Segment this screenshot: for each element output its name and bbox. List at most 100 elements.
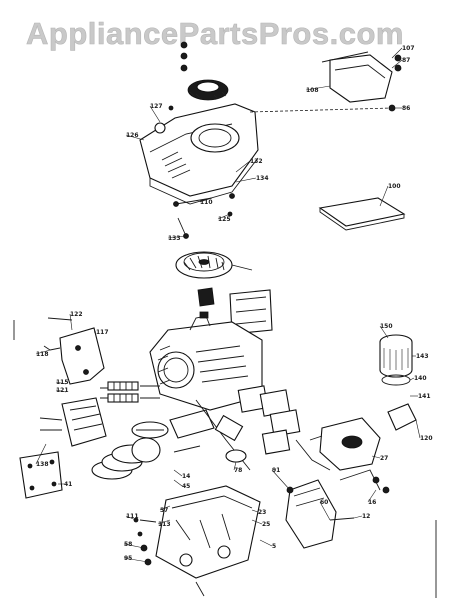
callout-leader <box>271 469 291 491</box>
part-number-78: 78 <box>234 467 242 474</box>
part-number-108: 108 <box>306 87 319 94</box>
callout-leader <box>157 519 171 525</box>
air-filter <box>379 334 413 386</box>
part-number-95: 95 <box>124 555 132 562</box>
gasket-plate <box>19 451 63 499</box>
part-number-57: 57 <box>160 507 168 514</box>
part-number-121: 121 <box>56 387 69 394</box>
part-number-25: 25 <box>262 521 270 528</box>
callout-leader <box>415 419 421 439</box>
starter-pulley <box>187 79 229 101</box>
part-number-140: 140 <box>414 375 427 382</box>
part-number-138: 138 <box>36 461 49 468</box>
callout-leader <box>305 85 331 91</box>
callout-leader <box>159 505 171 511</box>
ignition-bracket <box>197 287 273 335</box>
part-number-118: 118 <box>36 351 49 358</box>
callout-leader <box>125 515 137 521</box>
callout-leader <box>149 105 161 123</box>
part-number-125: 125 <box>218 216 231 223</box>
part-number-122: 122 <box>70 311 83 318</box>
part-number-117: 117 <box>96 329 109 336</box>
part-number-127: 127 <box>150 103 163 110</box>
callout-leader <box>55 389 67 393</box>
part-number-107: 107 <box>402 45 415 52</box>
part-number-12: 12 <box>362 513 370 520</box>
callout-leader <box>217 213 231 220</box>
callout-leader <box>35 349 51 355</box>
callout-leader <box>379 185 389 207</box>
callout-leader <box>69 313 73 331</box>
callout-leader <box>199 197 213 203</box>
blower-housing <box>139 103 259 205</box>
part-number-110: 110 <box>200 199 213 206</box>
callout-leader <box>353 515 363 519</box>
callout-leader <box>409 377 415 381</box>
part-number-5: 5 <box>272 543 276 550</box>
part-number-27: 27 <box>380 455 388 462</box>
callout-leader <box>55 381 67 385</box>
part-number-100: 100 <box>388 183 401 190</box>
carburetor <box>309 403 417 471</box>
callout-leader <box>391 59 403 69</box>
callout-leader <box>379 325 389 339</box>
valve-springs <box>100 381 160 403</box>
part-number-60: 60 <box>320 499 328 506</box>
part-number-111: 111 <box>126 513 139 520</box>
governor-linkage <box>295 439 390 521</box>
engine-block <box>149 311 263 411</box>
part-number-16: 16 <box>368 499 376 506</box>
callout-leader <box>251 519 263 525</box>
part-number-150: 150 <box>380 323 393 330</box>
part-number-143: 143 <box>416 353 429 360</box>
watermark-text: AppliancePartsPros.com <box>26 16 404 51</box>
callout-leader <box>235 177 257 183</box>
part-number-91: 91 <box>272 467 280 474</box>
dashed-guide-1 <box>249 107 393 113</box>
part-number-134: 134 <box>256 175 269 182</box>
part-number-120: 120 <box>420 435 433 442</box>
left-bracket <box>43 317 105 385</box>
part-number-115: 115 <box>56 379 69 386</box>
callout-leader <box>391 47 403 59</box>
carb-gaskets <box>237 385 301 455</box>
screws-top <box>154 41 188 134</box>
oil-base <box>155 485 261 597</box>
part-number-132: 132 <box>250 158 263 165</box>
part-number-133: 133 <box>168 235 181 242</box>
cam-gear <box>131 421 169 439</box>
part-number-58: 58 <box>124 541 132 548</box>
part-number-45: 45 <box>182 483 190 490</box>
flywheel <box>175 251 253 279</box>
decal-card <box>318 197 406 231</box>
part-number-41: 41 <box>64 481 72 488</box>
part-number-126: 126 <box>126 132 139 139</box>
callout-leader <box>319 501 331 521</box>
part-number-86: 86 <box>402 105 410 112</box>
callout-leader <box>235 160 251 173</box>
part-number-113: 113 <box>158 521 171 528</box>
callout-leader <box>371 455 381 459</box>
fuel-tank <box>285 479 337 549</box>
callout-leader <box>35 443 47 465</box>
callout-leader <box>125 134 145 141</box>
callout-leader <box>123 543 145 549</box>
base-bolts <box>133 517 157 566</box>
callout-leader <box>251 509 259 513</box>
part-number-141: 141 <box>418 393 431 400</box>
callout-leader <box>167 235 187 239</box>
callout-leader <box>173 469 183 477</box>
part-number-87: 87 <box>402 57 410 64</box>
part-number-14: 14 <box>182 473 190 480</box>
cylinder-head <box>39 397 107 447</box>
callout-leader <box>259 539 273 547</box>
callout-leader <box>233 461 237 471</box>
crankshaft <box>169 399 251 471</box>
part-callouts: 1078710886127126132134110125133100122117… <box>35 45 433 563</box>
muffler-assembly <box>321 51 402 112</box>
callout-leader <box>123 557 149 563</box>
piston-rings <box>91 437 161 480</box>
callout-leader <box>367 489 377 503</box>
callout-leader <box>173 479 183 487</box>
